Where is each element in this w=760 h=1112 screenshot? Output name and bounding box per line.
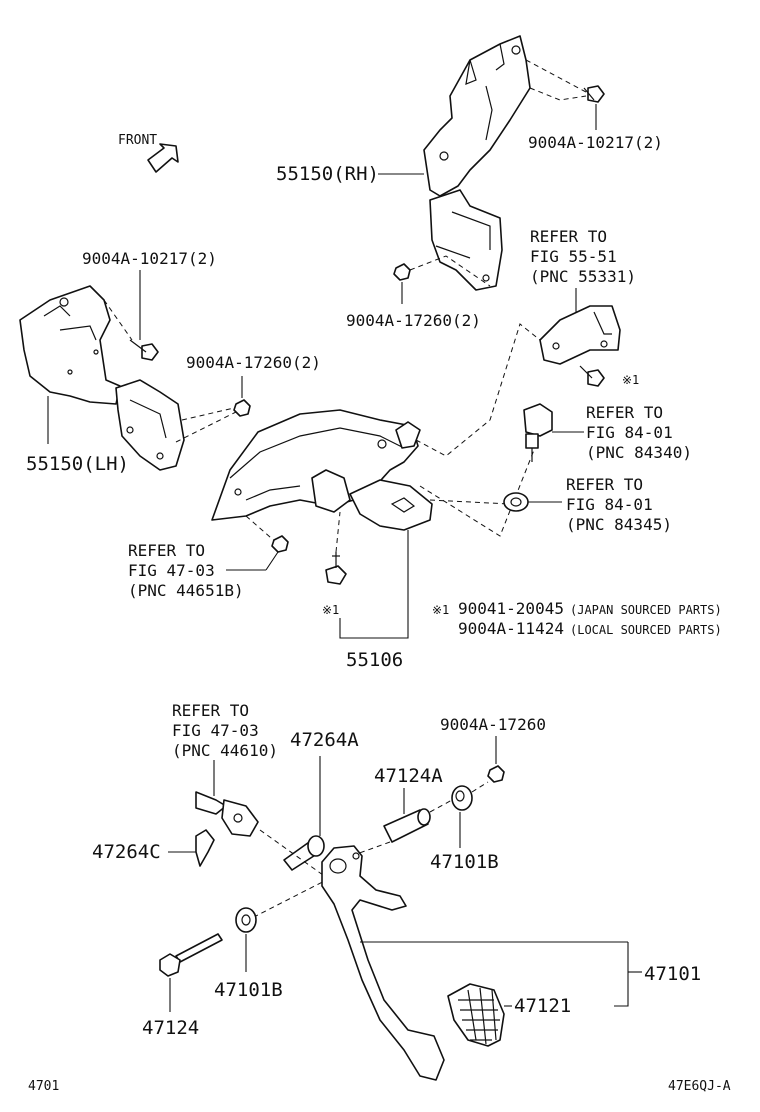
refer-84340-line2[interactable]: FIG 84-01 [586,423,673,442]
refer-44610-line2[interactable]: FIG 47-03 [172,721,259,740]
ref-mark-upper: ※1 [622,373,639,387]
label-bolt-47124[interactable]: 47124 [142,1017,199,1039]
collar-47124a-part[interactable] [383,808,431,843]
label-bracket-lh[interactable]: 55150(LH) [26,453,129,475]
refer-55-line2[interactable]: FIG 55-51 [530,247,617,266]
label-nut-upper[interactable]: 9004A-17260(2) [346,311,481,330]
label-bolt-upper-left[interactable]: 9004A-10217(2) [82,249,217,268]
brake-pedal-lever-part[interactable] [321,845,445,1081]
label-nut-left[interactable]: 9004A-17260(2) [186,353,321,372]
refer-55-line1[interactable]: REFER TO [530,227,607,246]
footer-right: 47E6QJ-A [668,1079,731,1094]
refer-44610-line3[interactable]: (PNC 44610) [172,741,278,760]
label-nut-lower[interactable]: 9004A-17260 [440,715,546,734]
refer-84340-line3[interactable]: (PNC 84340) [586,443,692,462]
refer-55-line3[interactable]: (PNC 55331) [530,267,636,286]
front-arrow-icon [147,143,179,173]
label-pad-47121[interactable]: 47121 [514,995,571,1017]
dash-line-nut-left-2 [175,411,237,443]
clevis-part[interactable] [195,791,259,837]
bolt-47124-part[interactable] [159,933,223,977]
dash-line-support-55331 [415,323,541,457]
label-clip-47264c[interactable]: 47264C [92,841,161,863]
bracket-lh-part[interactable] [19,285,185,471]
dash-line-bolt-rh-2 [529,87,587,101]
refer-44610-line1[interactable]: REFER TO [172,701,249,720]
bolt-upper-right-icon[interactable] [583,85,605,103]
note-part-japan[interactable]: 90041-20045 [458,599,564,618]
note-local-text: (LOCAL SOURCED PARTS) [570,623,722,637]
note-mark: ※1 [432,603,449,617]
label-support-assy[interactable]: 55106 [346,649,403,671]
dash-line-pedal-axis [247,781,489,921]
note-japan-text: (JAPAN SOURCED PARTS) [570,603,722,617]
bush-lower-part[interactable] [235,907,257,933]
bolt-upper-left-icon[interactable] [129,339,159,361]
dash-line-nut-left [181,407,235,421]
label-bush-upper[interactable]: 47101B [430,851,499,873]
bracket-rh-part[interactable] [423,35,531,291]
refer-84345-line3[interactable]: (PNC 84345) [566,515,672,534]
refer-84340-line1[interactable]: REFER TO [586,403,663,422]
bolt-mark-lower-icon[interactable] [325,552,347,585]
leader-44651b [265,551,279,571]
dash-line-support-84340 [419,449,535,537]
refer-84345-line1[interactable]: REFER TO [566,475,643,494]
bush-upper-part[interactable] [451,785,473,811]
leader-55106 [339,530,409,639]
label-pedal-assy[interactable]: 47101 [644,963,701,985]
refer-44651-line1[interactable]: REFER TO [128,541,205,560]
bolt-mark-upper-icon[interactable] [579,365,605,387]
front-label: FRONT [118,133,157,148]
label-bush-lower[interactable]: 47101B [214,979,283,1001]
footer-left: 4701 [28,1079,59,1094]
clip-47264c-icon[interactable] [195,829,215,867]
refer-44651-line2[interactable]: FIG 47-03 [128,561,215,580]
nut-upper-icon[interactable] [393,263,411,281]
pedal-support-part[interactable] [211,409,433,531]
ref-mark-lower: ※1 [322,603,339,617]
nut-44651b-icon[interactable] [271,535,289,553]
dash-line-bolt-lh [103,299,133,341]
refer-44651-line3[interactable]: (PNC 44651B) [128,581,244,600]
dash-line-support-nut [245,515,279,545]
label-bolt-upper-right[interactable]: 9004A-10217(2) [528,133,663,152]
pedal-pad-part[interactable] [447,983,505,1047]
dash-line-support-84345 [429,499,511,505]
dash-line-bolt-mark-lower [335,511,341,553]
pin-47264a-part[interactable] [283,835,325,871]
refer-84345-line2[interactable]: FIG 84-01 [566,495,653,514]
nut-left-icon[interactable] [233,399,251,417]
bracket-55331-part[interactable] [539,305,621,365]
switch-cushion-part[interactable] [503,492,529,512]
dash-line-nut-upper [409,255,491,287]
stop-lamp-switch-part[interactable] [523,403,553,462]
leader-pedal-assy-bracket [614,942,629,1007]
label-collar-47124a[interactable]: 47124A [374,765,443,787]
nut-lower-icon[interactable] [487,765,505,783]
label-bracket-rh[interactable]: 55150(RH) [276,163,379,185]
dash-line-bolt-rh [525,59,587,93]
note-part-local[interactable]: 9004A-11424 [458,619,564,638]
label-pin-47264a[interactable]: 47264A [290,729,359,751]
